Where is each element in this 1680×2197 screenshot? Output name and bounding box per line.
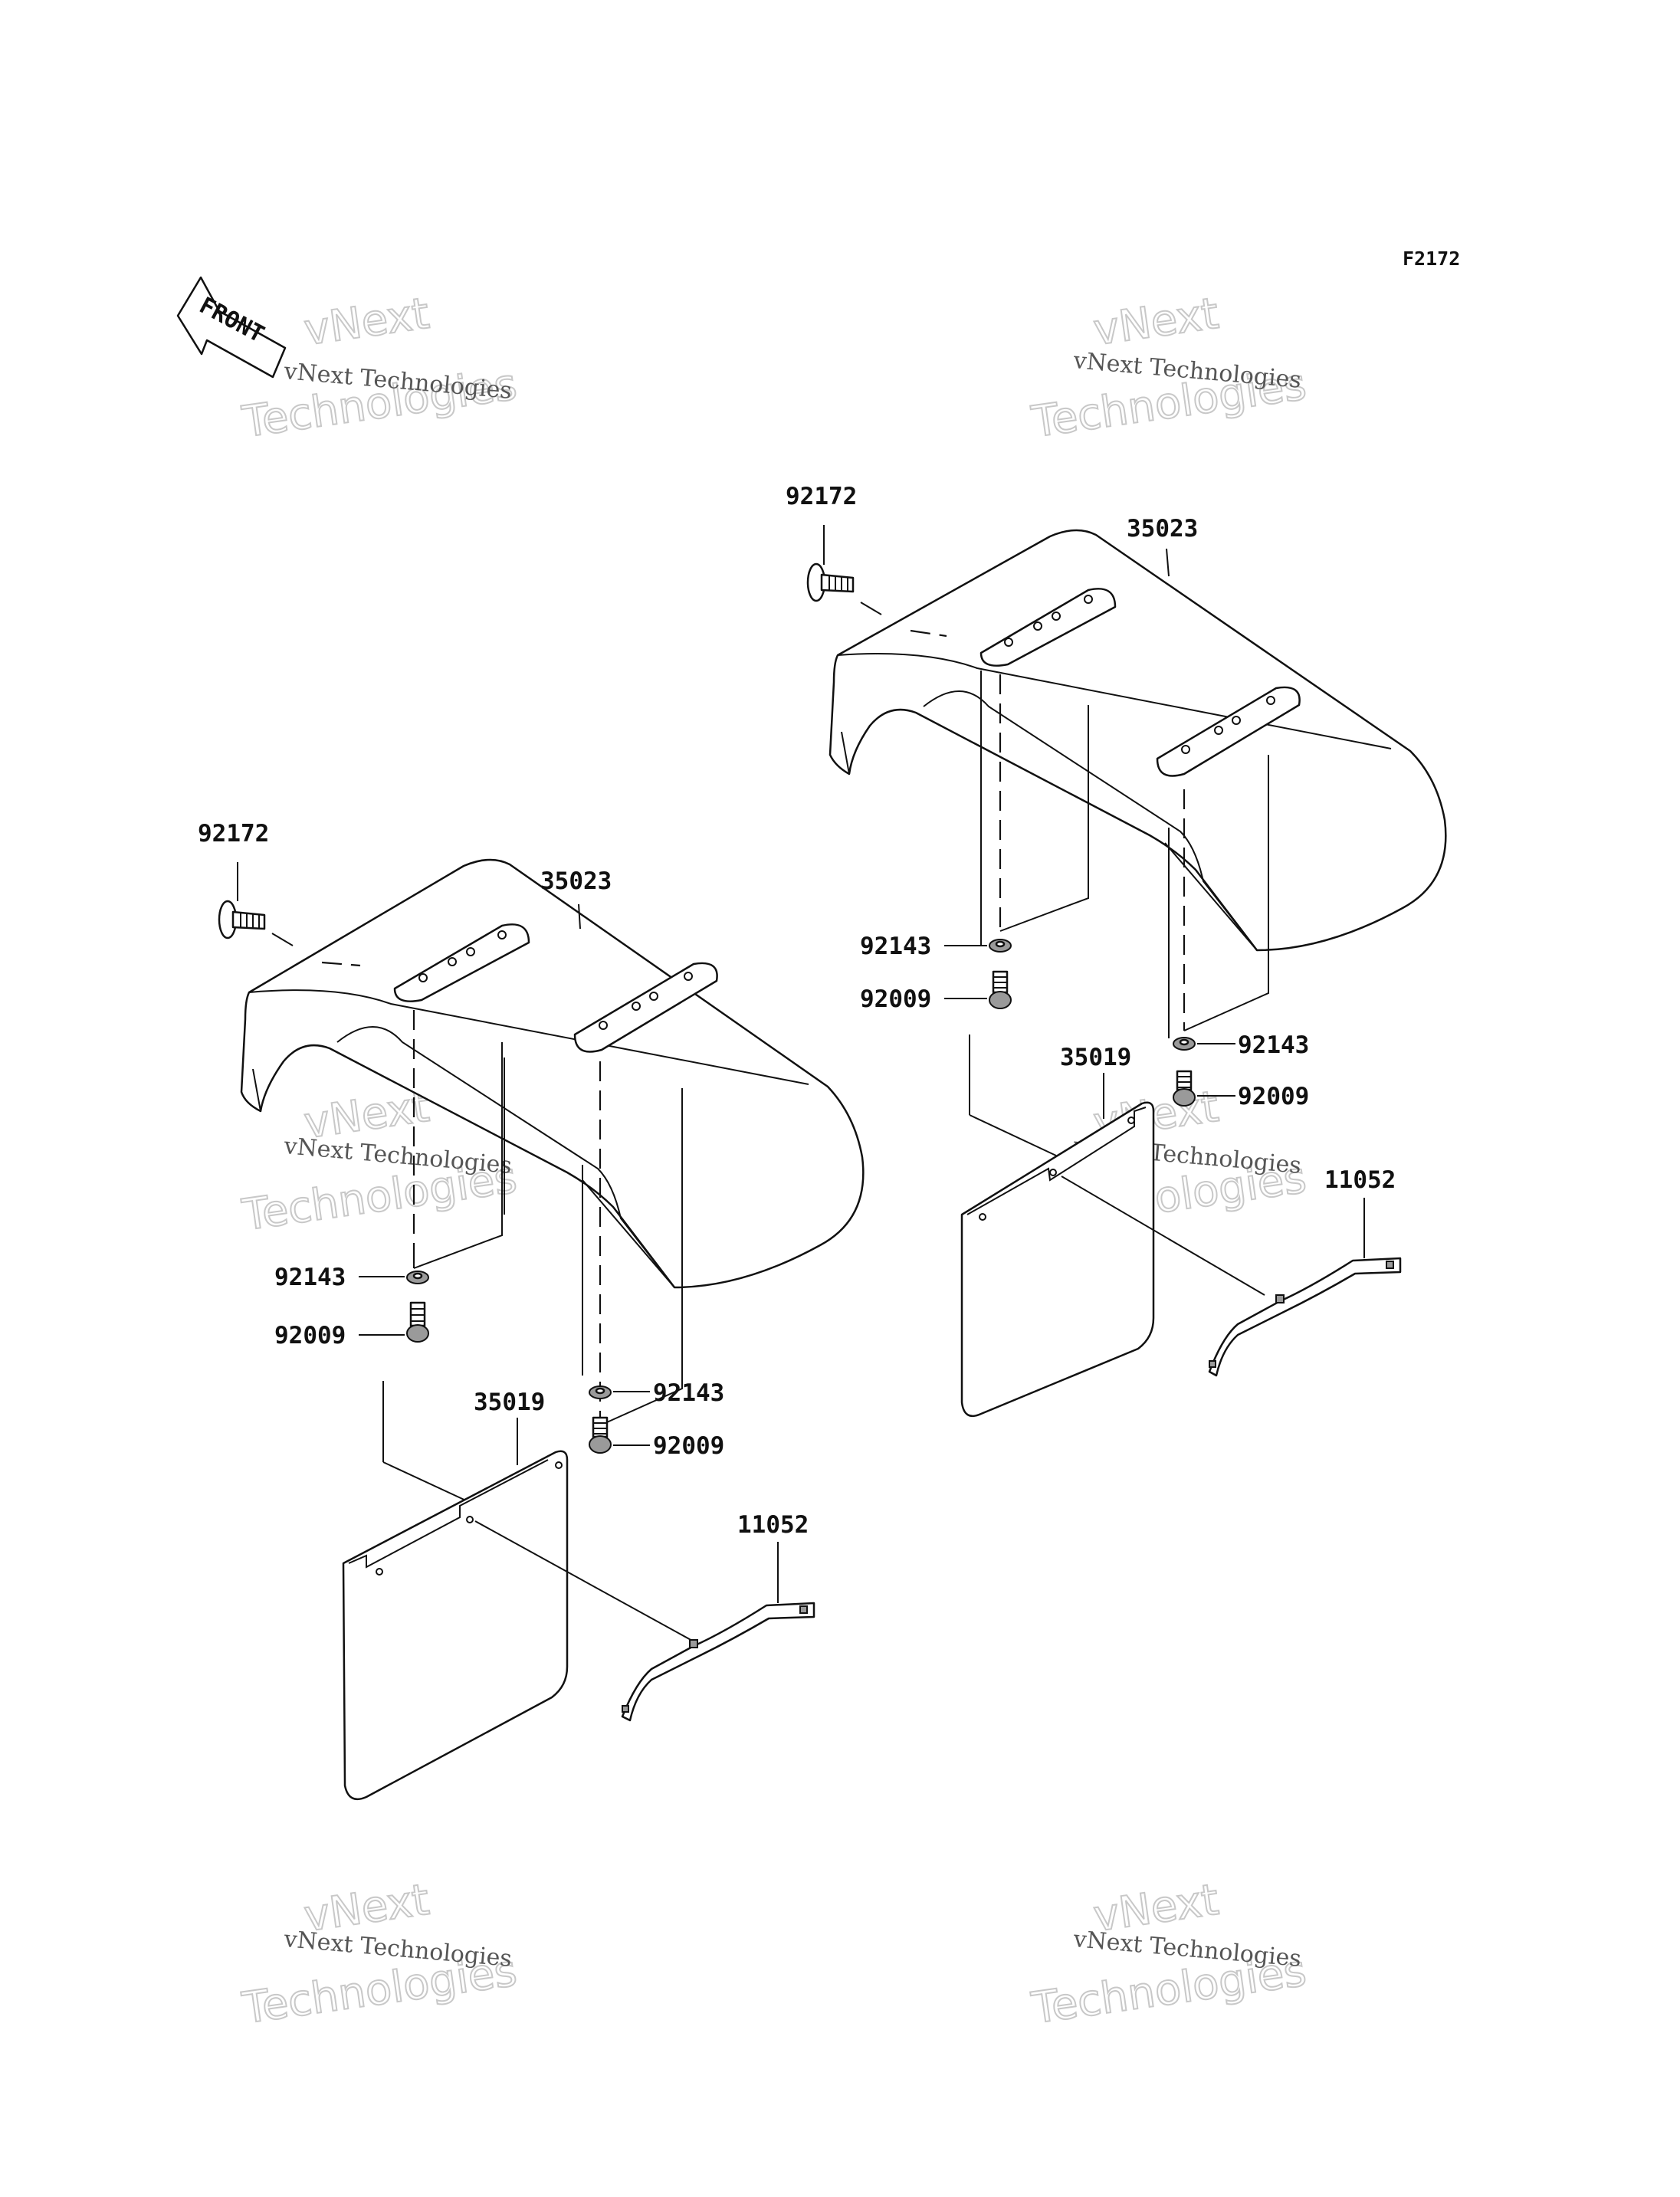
right-screw-outer-label: 92009 [1238, 1083, 1309, 1110]
left-washer-outer-92143: 92143 [589, 1379, 724, 1407]
left-screw-outer-92009: 92009 [589, 1416, 724, 1460]
right-mudflap-35019: 35019 [960, 1035, 1155, 1418]
right-screw-inner-label: 92009 [860, 985, 931, 1013]
left-screw-outer-label: 92009 [653, 1432, 724, 1460]
left-bolt-92172: 92172 [198, 820, 294, 946]
left-screw-inner-label: 92009 [274, 1322, 346, 1349]
right-assembly: 92172 35023 92143 [786, 483, 1447, 1418]
right-fender-label: 35023 [1127, 515, 1198, 543]
left-bracket-11052: 11052 [474, 1511, 815, 1722]
right-washer-inner-label: 92143 [860, 933, 931, 960]
watermark-top-right: vNext Technologies vNext Technologies [1028, 288, 1310, 448]
left-washer-inner-label: 92143 [274, 1264, 346, 1291]
front-arrow-icon: FRONT [176, 276, 287, 379]
front-label: FRONT [195, 292, 268, 348]
left-screw-inner-92009: 92009 [274, 1301, 429, 1349]
left-fender-label: 35023 [540, 867, 612, 895]
left-fender-35023: 35023 [240, 858, 865, 1289]
right-washer-outer-label: 92143 [1238, 1031, 1309, 1059]
right-bracket-label: 11052 [1324, 1166, 1396, 1194]
right-washer-outer-92143: 92143 [1173, 1031, 1309, 1059]
right-washer-inner-92143: 92143 [860, 933, 1012, 960]
watermark-vnext: vNext [1091, 289, 1222, 356]
left-mudflap-35019: 35019 [342, 1381, 569, 1801]
left-bolt-label: 92172 [198, 820, 269, 848]
right-bolt-label: 92172 [786, 483, 857, 510]
left-washer-outer-label: 92143 [653, 1379, 724, 1407]
left-washer-inner-92143: 92143 [274, 1264, 429, 1291]
right-mudflap-label: 35019 [1060, 1044, 1131, 1071]
figure-code: F2172 [1403, 248, 1460, 270]
right-bracket-11052: 11052 [1061, 1166, 1402, 1377]
left-bracket-label: 11052 [737, 1511, 809, 1539]
right-fender-35023: 35023 [829, 515, 1447, 952]
right-screw-inner-92009: 92009 [860, 970, 1012, 1013]
left-assembly: 92172 35023 92143 [198, 820, 865, 1801]
watermark-vnext: vNext [301, 289, 432, 356]
watermark-bottom-left: vNext Technologies vNext Technologies [238, 1874, 520, 2035]
watermark-top-left: vNext Technologies vNext Technologies [238, 288, 520, 448]
left-mudflap-label: 35019 [474, 1389, 545, 1416]
watermark-bottom-right: vNext Technologies vNext Technologies [1028, 1874, 1310, 2035]
right-bolt-92172: 92172 [786, 483, 882, 615]
right-screw-outer-92009: 92009 [1173, 1070, 1309, 1110]
